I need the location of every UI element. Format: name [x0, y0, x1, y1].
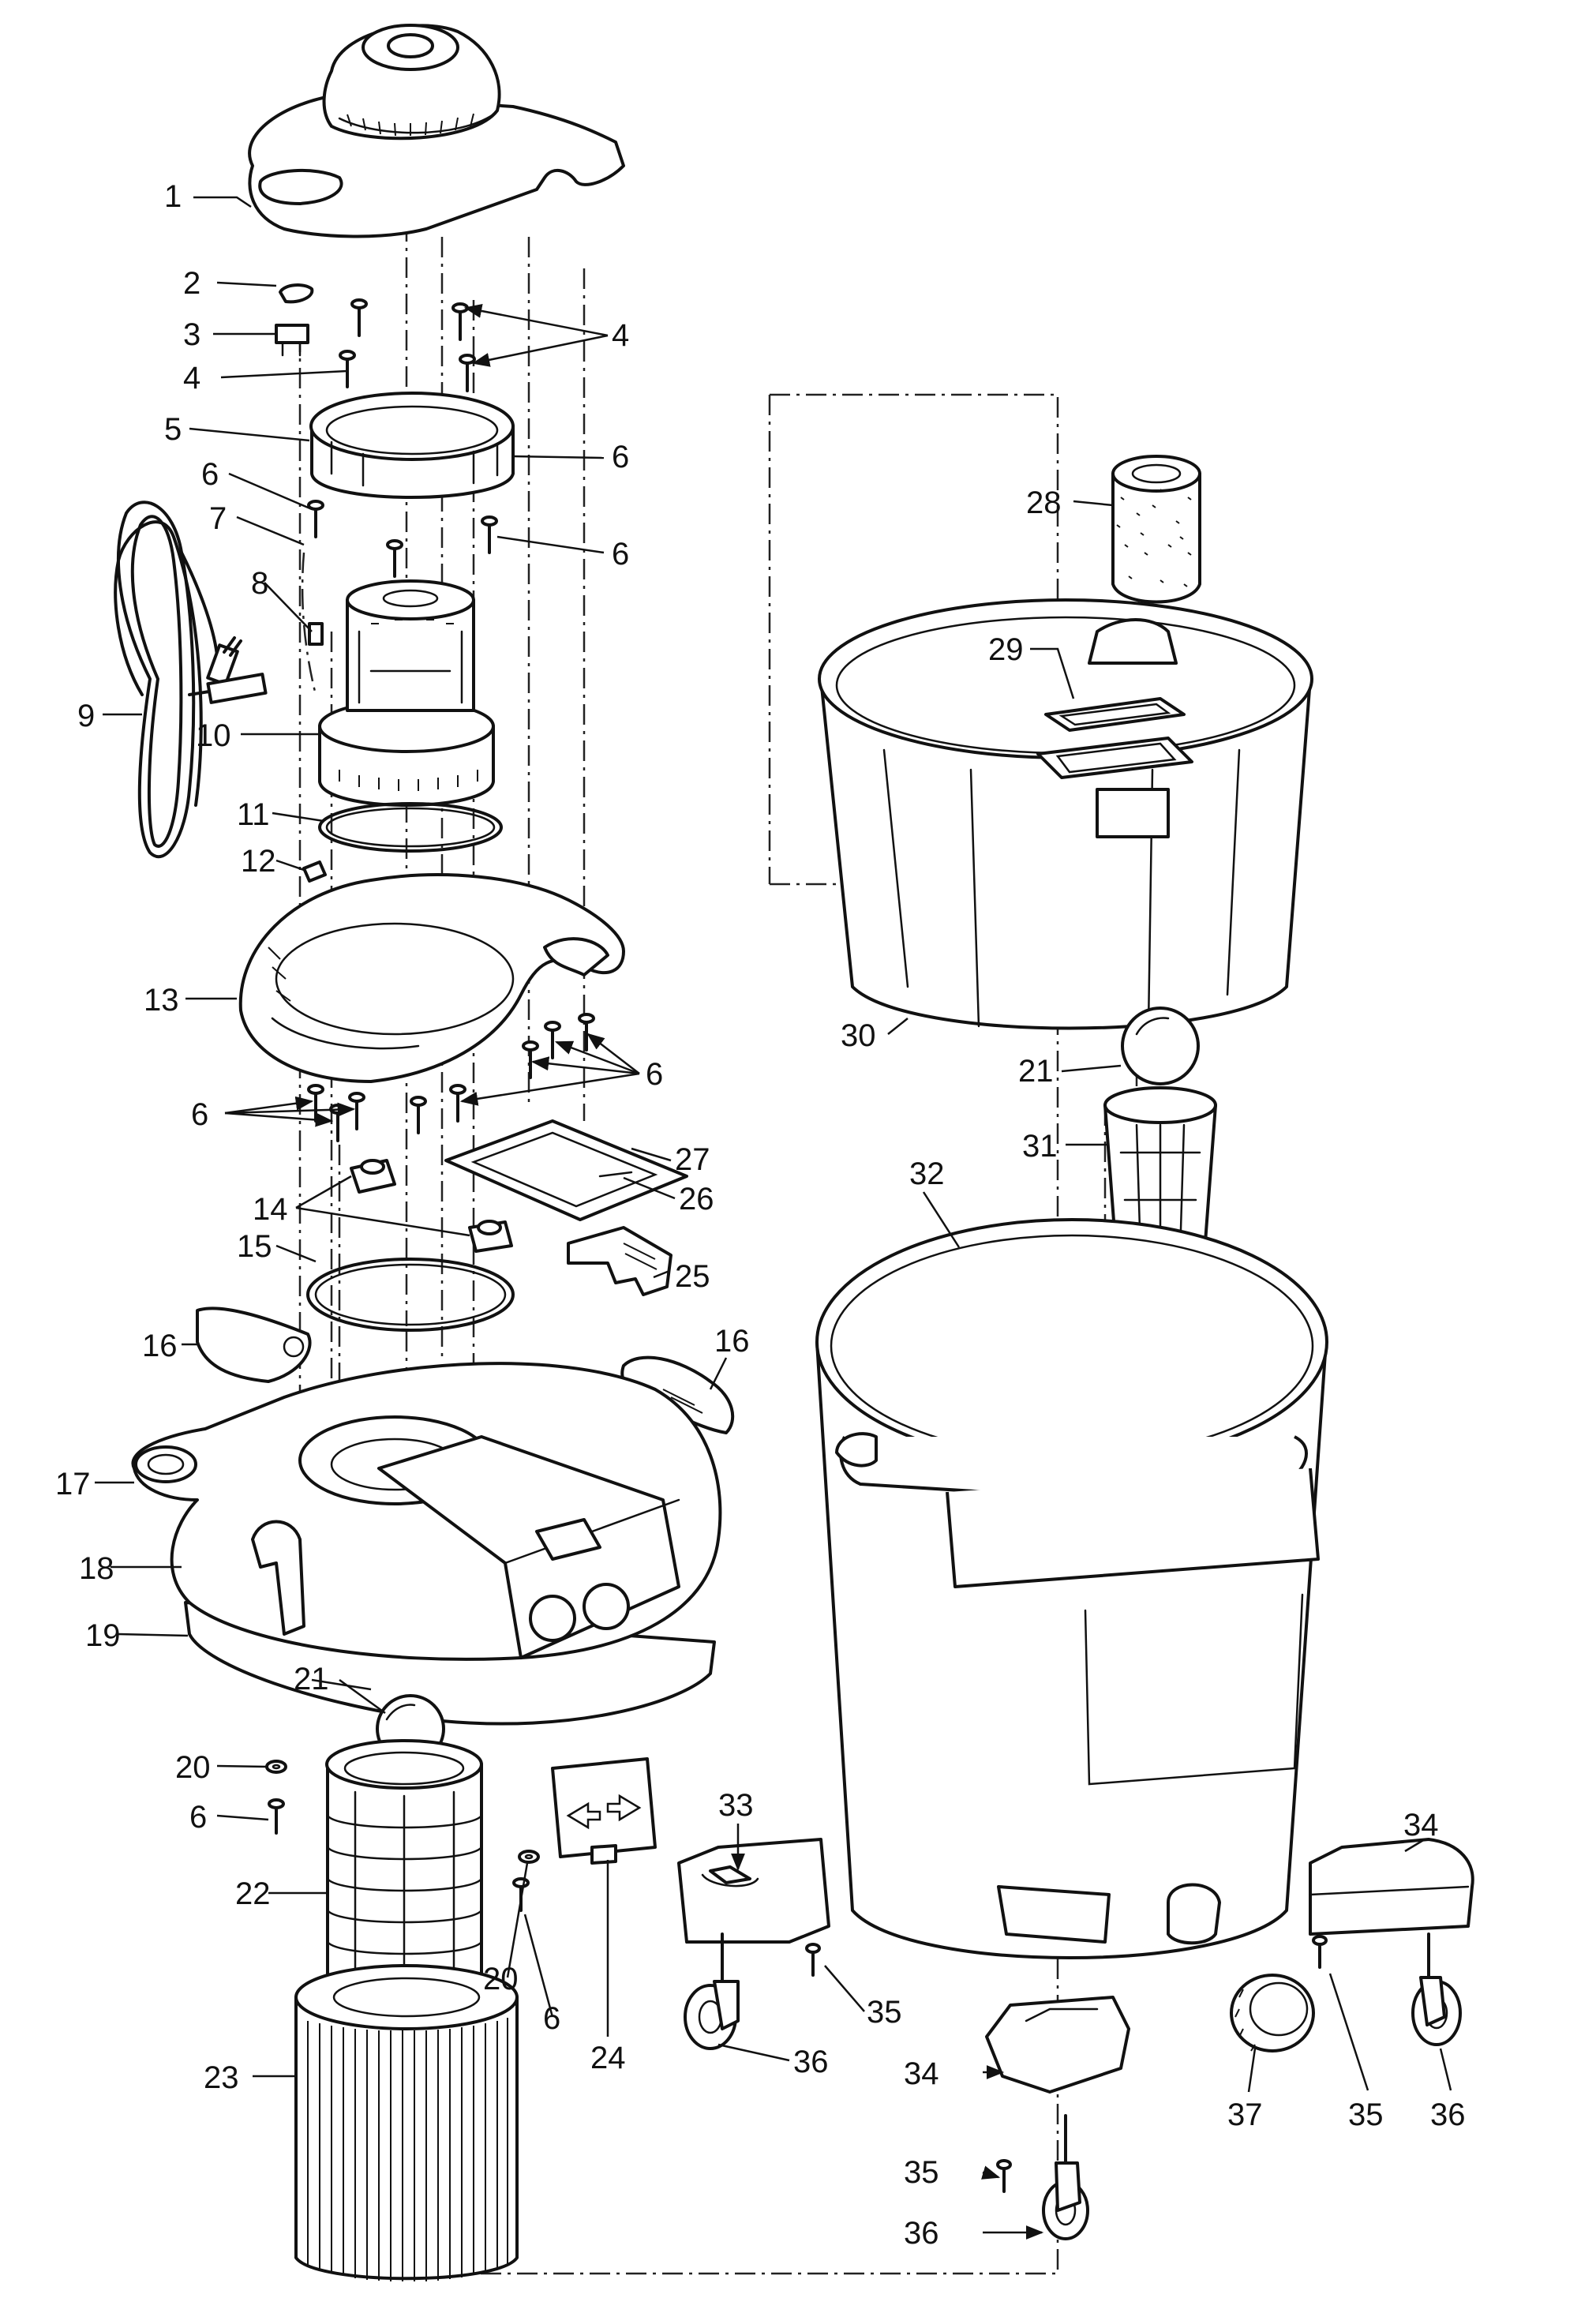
callout-28: 28 — [1026, 485, 1062, 520]
callout-14: 14 — [253, 1192, 288, 1227]
callout-18: 18 — [79, 1551, 114, 1586]
callout-6b: 6 — [612, 440, 629, 474]
callout-8: 8 — [251, 566, 268, 601]
part-36-caster-left — [684, 1932, 740, 2050]
callout-leaders — [95, 196, 1452, 2240]
callout-12: 12 — [241, 844, 276, 879]
callout-23: 23 — [204, 2060, 239, 2095]
part-28-foam-filter — [1111, 455, 1201, 604]
part-20-washer-right — [518, 1850, 540, 1864]
part-12-plug — [302, 860, 327, 883]
part-22-filter-cage — [325, 1739, 483, 1991]
part-5-motor-ring — [309, 392, 515, 499]
callout-27: 27 — [675, 1142, 710, 1177]
part-2-switch-cap — [279, 283, 314, 304]
part-34-caster-mount-front — [985, 1996, 1130, 2094]
part-6-screw-left — [268, 1798, 285, 1835]
part-13-motor-housing — [238, 873, 625, 1083]
part-17-18-19-lid — [131, 1362, 722, 1726]
callout-13: 13 — [144, 983, 179, 1018]
callout-11: 11 — [237, 797, 270, 832]
callout-34a: 34 — [1403, 1808, 1439, 1843]
callout-36b: 36 — [904, 2216, 939, 2251]
callout-9: 9 — [77, 699, 95, 733]
callout-35b: 35 — [904, 2155, 939, 2190]
part-3-switch — [275, 324, 309, 357]
callout-6f: 6 — [189, 1800, 207, 1835]
callout-37: 37 — [1227, 2097, 1263, 2132]
callout-6a: 6 — [201, 457, 219, 492]
part-14-latches — [350, 1159, 513, 1253]
part-23-cartridge-filter — [294, 1964, 519, 2281]
callout-3: 3 — [183, 317, 200, 352]
callout-10: 10 — [196, 718, 231, 753]
callout-4a: 4 — [183, 361, 200, 395]
callout-1: 1 — [164, 179, 182, 214]
callout-6d: 6 — [191, 1097, 208, 1132]
part-32-drum — [815, 1218, 1328, 1959]
part-11-gasket — [318, 802, 503, 853]
callout-16a: 16 — [142, 1329, 178, 1363]
callout-6e: 6 — [646, 1057, 663, 1092]
callout-labels: 1 2 3 4 4 5 6 6 7 6 8 9 10 11 12 13 6 6 … — [55, 179, 1466, 2251]
part-37-drain-cap — [1230, 1974, 1315, 2052]
callout-15: 15 — [237, 1229, 272, 1264]
callout-31: 31 — [1022, 1129, 1058, 1164]
part-16-handle-left — [196, 1306, 312, 1383]
callout-32: 32 — [909, 1156, 945, 1191]
part-6-screws-upper — [307, 500, 498, 578]
part-15-gasket-ring — [306, 1258, 515, 1332]
part-10-motor — [318, 579, 495, 807]
part-7-wire — [301, 552, 317, 695]
callout-21a: 21 — [294, 1662, 329, 1696]
part-36-caster-front — [1042, 2114, 1089, 2240]
part-4-screws — [339, 298, 476, 392]
callout-20a: 20 — [175, 1750, 211, 1785]
callout-6g: 6 — [543, 2001, 560, 2036]
callout-35c: 35 — [1348, 2097, 1384, 2132]
part-1-motor-cover — [248, 24, 625, 238]
part-30-tray — [818, 598, 1313, 1030]
callout-2: 2 — [183, 266, 200, 301]
part-36-caster-right — [1411, 1932, 1462, 2046]
callout-20b: 20 — [483, 1962, 519, 1996]
part-20-washer-left — [265, 1760, 287, 1774]
callout-5: 5 — [164, 412, 182, 447]
callout-36a: 36 — [793, 2045, 829, 2079]
part-34-caster-mount-right — [1309, 1838, 1474, 1936]
part-29-gasket-frames — [1036, 697, 1193, 779]
callout-25: 25 — [675, 1259, 710, 1294]
callout-16b: 16 — [714, 1324, 750, 1359]
callout-19: 19 — [85, 1618, 121, 1653]
part-9-power-cord — [114, 500, 268, 859]
callout-17: 17 — [55, 1467, 91, 1501]
callout-34b: 34 — [904, 2056, 939, 2091]
part-26-door-clip — [598, 1171, 633, 1178]
callout-26: 26 — [679, 1182, 714, 1216]
part-33-caster-mount — [677, 1838, 830, 1944]
callout-4b: 4 — [612, 318, 629, 353]
callout-7: 7 — [209, 501, 227, 536]
part-35-screws — [805, 1935, 1328, 2193]
part-8-terminal — [308, 622, 324, 646]
callout-21b: 21 — [1018, 1054, 1054, 1089]
part-25-bracket — [567, 1226, 672, 1296]
callout-30: 30 — [841, 1018, 876, 1053]
part-24-diverter — [551, 1757, 657, 1865]
callout-29: 29 — [988, 632, 1024, 667]
callout-33: 33 — [718, 1788, 754, 1823]
callout-24: 24 — [590, 2041, 626, 2075]
callout-22: 22 — [235, 1876, 271, 1911]
part-21-float-ball-right — [1121, 1007, 1200, 1085]
callout-36c: 36 — [1430, 2097, 1466, 2132]
part-27-door-frame — [444, 1119, 688, 1221]
callout-6c: 6 — [612, 537, 629, 572]
callout-35a: 35 — [867, 1995, 902, 2030]
